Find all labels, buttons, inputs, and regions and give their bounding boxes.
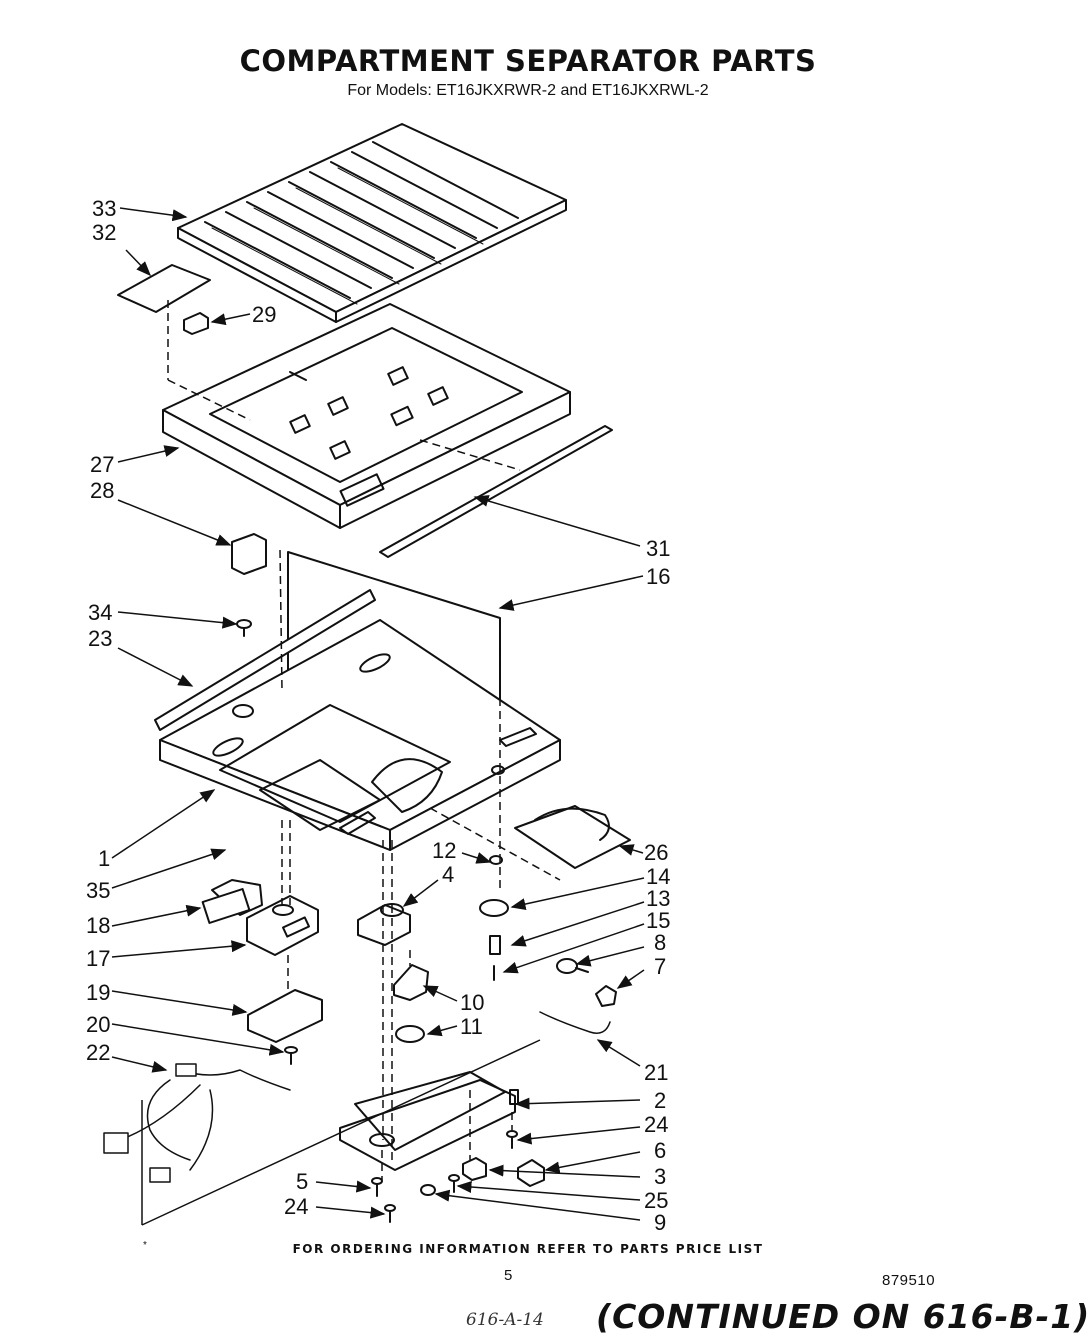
callout-19: 19 xyxy=(86,980,110,1005)
part-15-shaft xyxy=(489,935,501,955)
document-number: 879510 xyxy=(882,1272,936,1289)
part-18-cover xyxy=(201,888,251,924)
callout-8: 8 xyxy=(654,930,666,955)
part-10-thermostat xyxy=(393,964,429,1001)
callout-13: 13 xyxy=(646,886,670,911)
continued-note: (CONTINUED ON 616-B-1) xyxy=(596,1297,1090,1336)
callout-34: 34 xyxy=(88,600,112,625)
callout-23: 23 xyxy=(88,626,112,651)
part-8-bulb xyxy=(556,958,589,974)
page-title: COMPARTMENT SEPARATOR PARTS xyxy=(239,44,817,78)
callout-25: 25 xyxy=(644,1188,668,1213)
part-27-frame xyxy=(162,303,571,529)
callout-17: 17 xyxy=(86,946,110,971)
callout-4: 4 xyxy=(442,862,454,887)
part-25-screw xyxy=(448,1174,460,1193)
part-28-block xyxy=(231,533,267,575)
part-3-switch xyxy=(462,1157,487,1181)
page-number: 5 xyxy=(504,1267,513,1284)
callout-6: 6 xyxy=(654,1138,666,1163)
callout-33: 33 xyxy=(92,196,116,221)
callout-20: 20 xyxy=(86,1012,110,1037)
part-2-housing xyxy=(339,1071,519,1171)
callout-27: 27 xyxy=(90,452,114,477)
part-31-strip xyxy=(379,425,613,558)
exploded-parts-diagram: 33 32 29 27 28 31 16 34 23 1 35 18 17 19… xyxy=(86,123,670,1235)
part-32-label xyxy=(117,264,211,313)
part-33-shelf-grille xyxy=(177,123,567,323)
callout-26: 26 xyxy=(644,840,668,865)
part-14-knob xyxy=(479,899,509,917)
callout-15: 15 xyxy=(646,908,670,933)
callout-24: 24 xyxy=(644,1112,668,1137)
callout-35: 35 xyxy=(86,878,110,903)
callout-10: 10 xyxy=(460,990,484,1015)
callout-21: 21 xyxy=(644,1060,668,1085)
callout-7: 7 xyxy=(654,954,666,979)
callout-5: 5 xyxy=(296,1169,308,1194)
part-34-screw xyxy=(236,619,252,637)
part-22-harness xyxy=(103,1063,291,1183)
callout-11: 11 xyxy=(460,1014,483,1039)
callout-31: 31 xyxy=(646,536,670,561)
part-9-grommet xyxy=(420,1184,436,1196)
part-21-wire xyxy=(539,1011,611,1034)
callout-16: 16 xyxy=(646,564,670,589)
part-29-block xyxy=(183,312,209,335)
part-19-bracket xyxy=(247,989,323,1043)
callout-24-lower: 24 xyxy=(284,1194,308,1219)
part-7-socket xyxy=(595,985,617,1007)
callout-22: 22 xyxy=(86,1040,110,1065)
callout-1: 1 xyxy=(98,846,110,871)
ordering-note: FOR ORDERING INFORMATION REFER TO PARTS … xyxy=(292,1242,764,1256)
callout-9: 9 xyxy=(654,1210,666,1235)
part-20-screw xyxy=(284,1046,298,1065)
part-17-housing xyxy=(246,895,319,956)
callout-2: 2 xyxy=(654,1088,666,1113)
part-24-screw xyxy=(506,1130,518,1149)
part-5-screw xyxy=(371,1177,383,1197)
asterisk-mark: * xyxy=(143,1240,147,1251)
callout-28: 28 xyxy=(90,478,114,503)
part-1-separator xyxy=(154,589,561,851)
callout-32: 32 xyxy=(92,220,116,245)
part-24-screw-lower xyxy=(384,1204,396,1223)
callout-3: 3 xyxy=(654,1164,666,1189)
callout-14: 14 xyxy=(646,864,670,889)
part-26-insulation xyxy=(514,805,631,869)
part-6-clip xyxy=(517,1159,545,1187)
callout-12: 12 xyxy=(432,838,456,863)
callout-29: 29 xyxy=(252,302,276,327)
models-subtitle: For Models: ET16JKXRWR-2 and ET16JKXRWL-… xyxy=(347,82,709,99)
handwritten-reference: 616-A-14 xyxy=(466,1310,544,1330)
part-4-damper xyxy=(357,903,411,946)
callout-18: 18 xyxy=(86,913,110,938)
part-11-knob xyxy=(395,1025,425,1043)
